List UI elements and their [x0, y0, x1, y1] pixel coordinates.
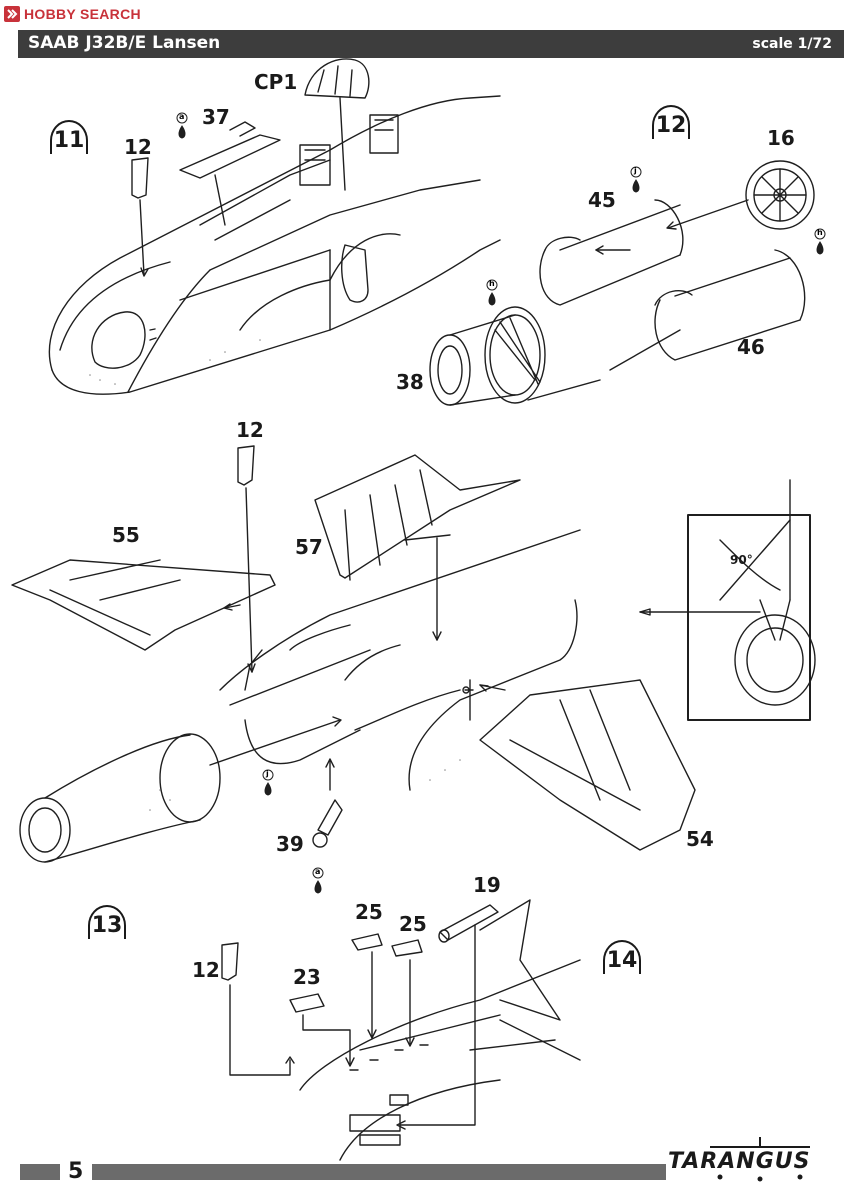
part-label-12-step11: 12	[124, 135, 152, 159]
step-13-number: 13	[88, 905, 126, 939]
step-12-number: 12	[652, 105, 690, 139]
paint-code-a-mid: a	[315, 867, 321, 876]
exhaust-assembly-drawing	[429, 160, 815, 406]
angle-label: 90°	[730, 553, 753, 567]
forward-fuselage-drawing	[48, 58, 501, 395]
paint-code-h-right: h	[817, 228, 823, 237]
part-label-45: 45	[588, 188, 616, 212]
paint-code-j-top: j	[634, 166, 637, 175]
footer-bar-left	[20, 1164, 60, 1180]
paint-code-a: a	[179, 112, 185, 121]
scale-label: scale 1/72	[752, 36, 832, 52]
header-bar	[18, 30, 844, 58]
part-label-cp1: CP1	[254, 70, 298, 94]
brand-logo-text: TARANGUS	[668, 1149, 811, 1174]
paint-code-j-mid: j	[266, 769, 269, 778]
wing-assembly-drawing	[11, 445, 816, 863]
part-label-38: 38	[396, 370, 424, 394]
watermark: HOBBY SEARCH	[4, 4, 141, 24]
part-label-46: 46	[737, 335, 765, 359]
part-label-25-right: 25	[399, 912, 427, 936]
part-label-23: 23	[293, 965, 321, 989]
rear-fuselage-drawing	[221, 899, 581, 1161]
part-label-25-left: 25	[355, 900, 383, 924]
part-label-16: 16	[767, 126, 795, 150]
part-label-12-center: 12	[236, 418, 264, 442]
step-11-number: 11	[50, 120, 88, 154]
paint-drops	[176, 112, 826, 894]
hobby-search-logo-icon	[4, 6, 20, 22]
part-label-55: 55	[112, 523, 140, 547]
watermark-text: HOBBY SEARCH	[24, 6, 141, 22]
paint-code-h-left: h	[489, 279, 495, 288]
part-label-57: 57	[295, 535, 323, 559]
part-label-12-step13: 12	[192, 958, 220, 982]
stipple-shading	[89, 339, 461, 811]
tarangus-plane-icon	[710, 1137, 810, 1182]
part-label-39: 39	[276, 832, 304, 856]
page-title: SAAB J32B/E Lansen	[28, 33, 221, 53]
part-label-37: 37	[202, 105, 230, 129]
part-label-19: 19	[473, 873, 501, 897]
page-number: 5	[68, 1159, 84, 1184]
step-14-number: 14	[603, 940, 641, 974]
footer-bar-right	[92, 1164, 666, 1180]
part-label-54: 54	[686, 827, 714, 851]
